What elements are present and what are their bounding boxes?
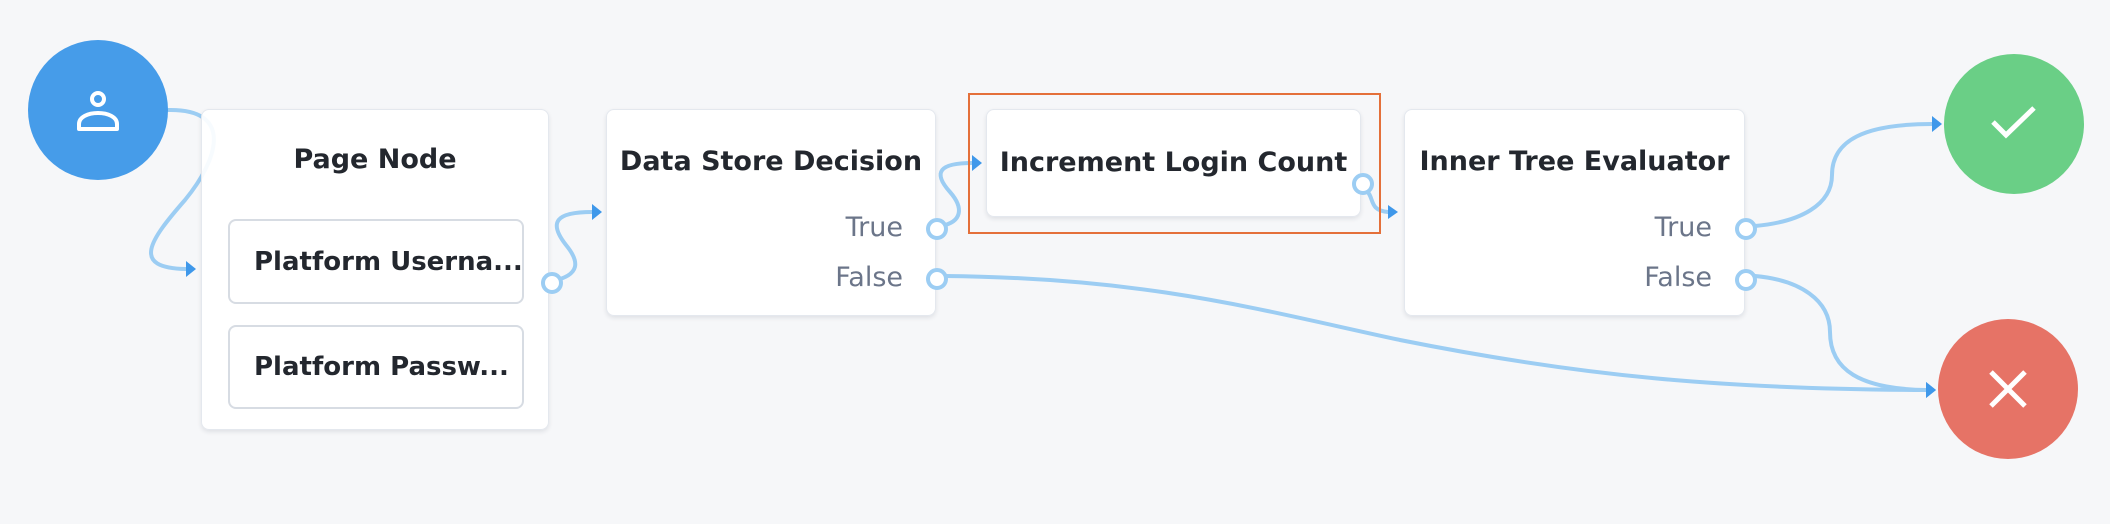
- increment-login-count-outcome-port[interactable]: [1352, 173, 1374, 195]
- x-icon: [1989, 370, 2027, 408]
- arrow-head-icon: [972, 155, 982, 171]
- page-node[interactable]: Page Node Platform Userna... Platform Pa…: [201, 109, 549, 430]
- start-node[interactable]: [28, 40, 168, 180]
- arrow-head-icon: [1926, 382, 1936, 398]
- inner-tree-true-port[interactable]: [1735, 218, 1757, 240]
- user-icon: [77, 91, 119, 131]
- node-title: Data Store Decision: [619, 146, 923, 177]
- node-title: Increment Login Count: [999, 147, 1348, 178]
- inner-tree-evaluator-node[interactable]: Inner Tree Evaluator True False: [1404, 109, 1745, 316]
- node-title: Inner Tree Evaluator: [1419, 146, 1730, 177]
- outcome-label-false: False: [1644, 262, 1712, 293]
- link-innertree-false-to-failure[interactable]: [1753, 274, 1928, 392]
- arrow-head-icon: [1932, 116, 1942, 132]
- inner-tree-false-port[interactable]: [1735, 269, 1757, 291]
- arrow-head-icon: [1388, 205, 1398, 219]
- outcome-label-true: True: [1654, 212, 1712, 243]
- link-page-to-datastore[interactable]: [551, 210, 594, 283]
- child-node-platform-username[interactable]: Platform Userna...: [228, 219, 524, 304]
- link-innertree-true-to-success[interactable]: [1753, 122, 1934, 228]
- checkmark-icon: [1991, 106, 2036, 139]
- arrow-head-icon: [186, 261, 196, 277]
- page-node-outcome-port[interactable]: [541, 272, 563, 294]
- increment-login-count-node[interactable]: Increment Login Count: [986, 109, 1361, 217]
- link-datastore-false-to-failure[interactable]: [943, 274, 1927, 392]
- node-title: Page Node: [293, 144, 457, 175]
- data-store-true-port[interactable]: [926, 218, 948, 240]
- arrow-head-icon: [592, 204, 602, 220]
- outcome-label-true: True: [845, 212, 903, 243]
- child-node-platform-password[interactable]: Platform Passw...: [228, 325, 524, 409]
- link-datastore-true-to-increment[interactable]: [938, 161, 974, 228]
- selection-box: [968, 93, 1381, 234]
- data-store-false-port[interactable]: [926, 268, 948, 290]
- outcome-label-false: False: [835, 262, 903, 293]
- failure-node[interactable]: [1938, 319, 2078, 459]
- data-store-decision-node[interactable]: Data Store Decision True False: [606, 109, 936, 316]
- success-node[interactable]: [1944, 54, 2084, 194]
